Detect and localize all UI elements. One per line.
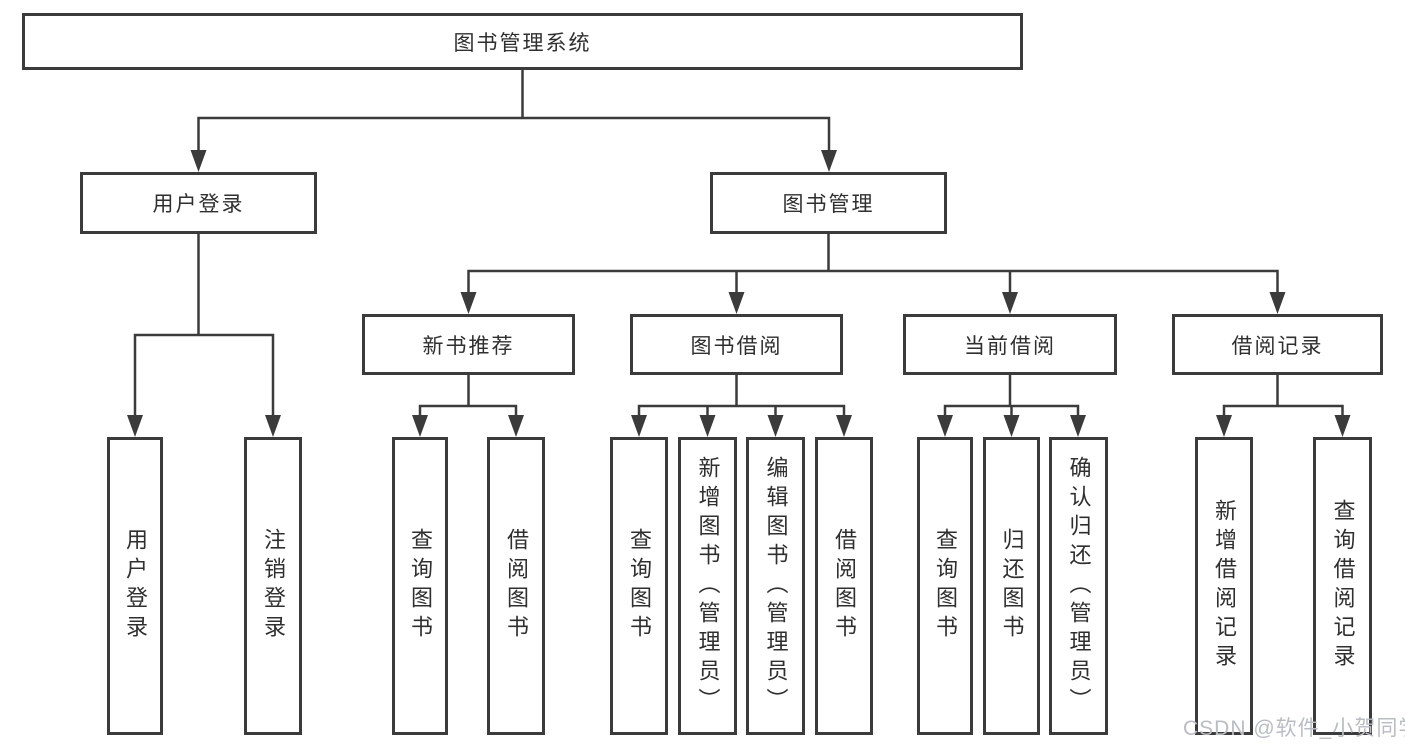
arrow-user-login [190,150,207,172]
arrow-borrowing [728,292,745,314]
leaf-nb-query-books: 查询图书 [392,437,448,735]
arrow-leaf-bw-add [699,415,716,437]
leaf-nb-borrow-books: 借阅图书 [487,437,545,735]
node-book-mgmt-label: 图书管理 [782,193,875,216]
node-root-label: 图书管理系统 [453,31,592,55]
arrow-leaf-rec-add [1216,415,1232,437]
node-root-system: 图书管理系统 [22,13,1023,70]
leaf-user-login: 用户登录 [107,437,163,735]
leaf-cur-return-books-label: 归还图书 [999,528,1025,644]
leaf-nb-query-books-label: 查询图书 [408,528,433,644]
leaf-bw-add-books-admin: 新增图书（管理员） [678,437,737,735]
leaf-bw-borrow-books-label: 借阅图书 [832,528,857,644]
node-book-borrowing: 图书借阅 [630,314,843,375]
arrow-leaf-bw-query [631,415,647,437]
arrow-leaf-nb-query [412,415,428,437]
leaf-rec-add-record: 新增借阅记录 [1195,437,1253,735]
csdn-watermark: CSDN @软件_小贺同学 [1183,717,1405,740]
leaf-cur-query-books: 查询图书 [917,437,973,735]
leaf-cur-confirm-return-admin: 确认归还（管理员） [1049,437,1108,735]
leaf-logout: 注销登录 [244,437,302,735]
leaf-bw-query-books-label: 查询图书 [627,528,652,644]
arrow-leaf-bw-edit [767,415,784,437]
arrow-records [1269,292,1286,314]
edge-mgmt-split [467,269,1279,297]
arrow-book-mgmt [821,150,837,172]
edge-nb-split [418,404,518,420]
arrow-new-books [460,292,477,314]
edge-root-split [197,116,831,155]
leaf-bw-add-books-admin-label: 新增图书（管理员） [695,455,721,717]
arrow-leaf-bw-borrow [836,415,852,437]
arrow-current [1002,292,1018,314]
node-borrow-records-label: 借阅记录 [1231,334,1324,358]
leaf-rec-query-record: 查询借阅记录 [1313,437,1372,735]
leaf-bw-borrow-books: 借阅图书 [815,437,873,735]
node-user-login-label: 用户登录 [152,193,245,216]
edge-bw-split [637,404,846,420]
arrow-leaf-cur-confirm [1070,415,1086,437]
leaf-cur-return-books: 归还图书 [983,437,1040,735]
node-new-books: 新书推荐 [362,314,575,375]
node-borrow-records: 借阅记录 [1172,314,1383,375]
leaf-rec-query-record-label: 查询借阅记录 [1330,499,1356,673]
leaf-cur-query-books-label: 查询图书 [933,528,958,644]
node-current-borrowing-label: 当前借阅 [964,334,1056,358]
leaf-nb-borrow-books-label: 借阅图书 [504,528,529,644]
leaf-bw-query-books: 查询图书 [610,437,668,735]
arrow-leaf-cur-query [937,415,953,437]
arrowheads [127,150,1351,437]
arrow-leaf-user-login [127,415,143,437]
leaf-bw-edit-books-admin-label: 编辑图书（管理员） [763,455,789,717]
node-new-books-label: 新书推荐 [422,334,515,358]
arrow-leaf-rec-query [1334,415,1351,437]
node-book-borrowing-label: 图书借阅 [690,334,783,358]
arrow-leaf-nb-borrow [508,415,524,437]
edge-rec-split [1222,404,1344,420]
node-book-mgmt: 图书管理 [710,172,947,234]
node-user-login: 用户登录 [80,172,317,234]
leaf-bw-edit-books-admin: 编辑图书（管理员） [746,437,805,735]
leaf-rec-add-record-label: 新增借阅记录 [1212,499,1237,673]
edge-user-split [133,333,275,420]
leaf-user-login-label: 用户登录 [123,528,148,644]
node-current-borrowing: 当前借阅 [903,314,1117,375]
leaf-cur-confirm-return-admin-label: 确认归还（管理员） [1066,455,1092,717]
arrow-leaf-cur-return [1003,415,1020,437]
arrow-leaf-logout [265,415,281,437]
leaf-logout-label: 注销登录 [261,528,286,644]
